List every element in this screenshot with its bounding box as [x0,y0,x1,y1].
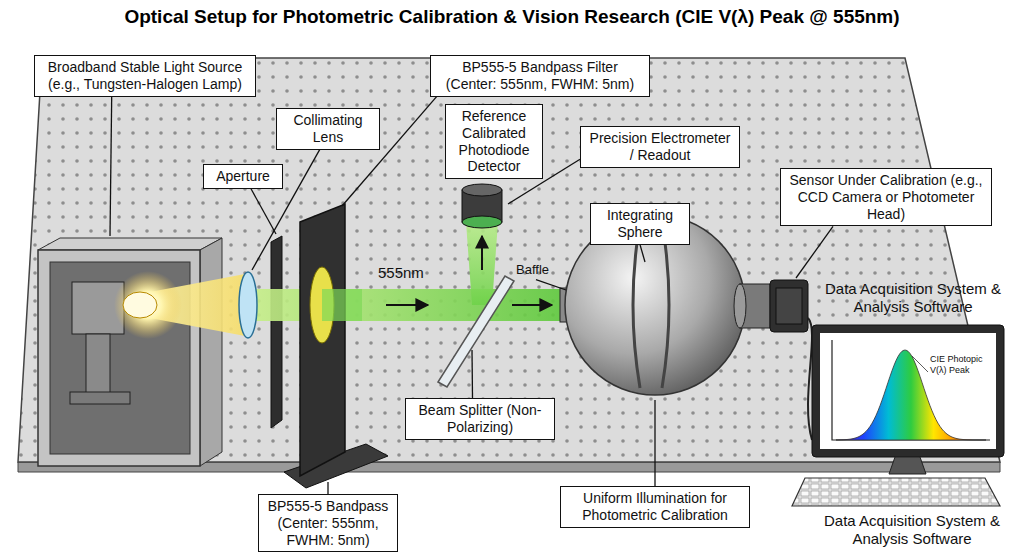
callout-box: Integrating Sphere [590,203,690,245]
system-label: Data Acquisition System & Analysis Softw… [815,280,1011,316]
baffle-label: Baffle [516,262,566,278]
callout-text: Uniform Illumination for Photometric Cal… [567,490,743,524]
callout-box: BP555-5 Bandpass Filter (Center: 555nm, … [430,55,650,97]
collimating-lens [239,272,257,338]
beam-arrow [386,304,428,306]
beam-splitter [438,276,514,387]
aperture-plate [271,236,282,428]
system-label: Data Acquisition System & Analysis Softw… [812,512,1012,548]
leader-line [654,400,655,486]
leader-line [796,226,833,278]
leader-line [251,189,276,234]
callout-box: Precision Electrometer / Readout [580,126,740,168]
callout-text: BP555-5 Bandpass Filter (Center: 555nm, … [437,59,643,93]
reference-beam [466,222,498,305]
beam-arrow [512,304,552,306]
callout-text: Sensor Under Calibration (e.g., CCD Came… [787,172,985,222]
callout-text: Broadband Stable Light Source (e.g., Tun… [41,59,249,93]
light-beam [250,289,568,321]
leader-line [327,482,328,494]
callout-box: BP555-5 Bandpass (Center: 555nm, FWHM: 5… [258,494,398,552]
leader-line [471,350,473,398]
callout-text: Precision Electrometer / Readout [587,130,733,164]
callout-text: Reference Calibrated Photodiode Detector [452,108,536,175]
callout-box: Reference Calibrated Photodiode Detector [445,104,543,179]
callout-text: Beam Splitter (Non-Polarizing) [412,402,548,436]
bandpass-filter [284,204,388,488]
leader-line [536,280,566,290]
keyboard [792,478,1000,506]
callout-box: Beam Splitter (Non-Polarizing) [405,398,555,440]
leader-line [640,245,645,262]
light-source-housing [38,238,245,466]
beam-arrow [481,236,483,270]
callout-box: Sensor Under Calibration (e.g., CCD Came… [780,168,992,226]
callout-text: BP555-5 Bandpass (Center: 555nm, FWHM: 5… [265,498,391,548]
curve-label: CIE Photopic V(λ) Peak [930,354,988,376]
callout-text: Integrating Sphere [597,207,683,241]
diagram-title: Optical Setup for Photometric Calibratio… [0,6,1024,28]
callout-text: Collimating Lens [283,112,373,146]
callout-text: Aperture [210,168,276,185]
callout-box: Collimating Lens [276,108,380,150]
leader-line [110,97,112,236]
callout-box: Aperture [203,164,283,189]
sensor-head [770,280,808,332]
wavelength-label: 555nm [378,264,438,282]
photodiode-detector [462,184,502,228]
computer-monitor [812,325,1004,474]
callout-box: Uniform Illumination for Photometric Cal… [560,486,750,528]
callout-box: Broadband Stable Light Source (e.g., Tun… [34,55,256,97]
data-cable [808,318,812,440]
